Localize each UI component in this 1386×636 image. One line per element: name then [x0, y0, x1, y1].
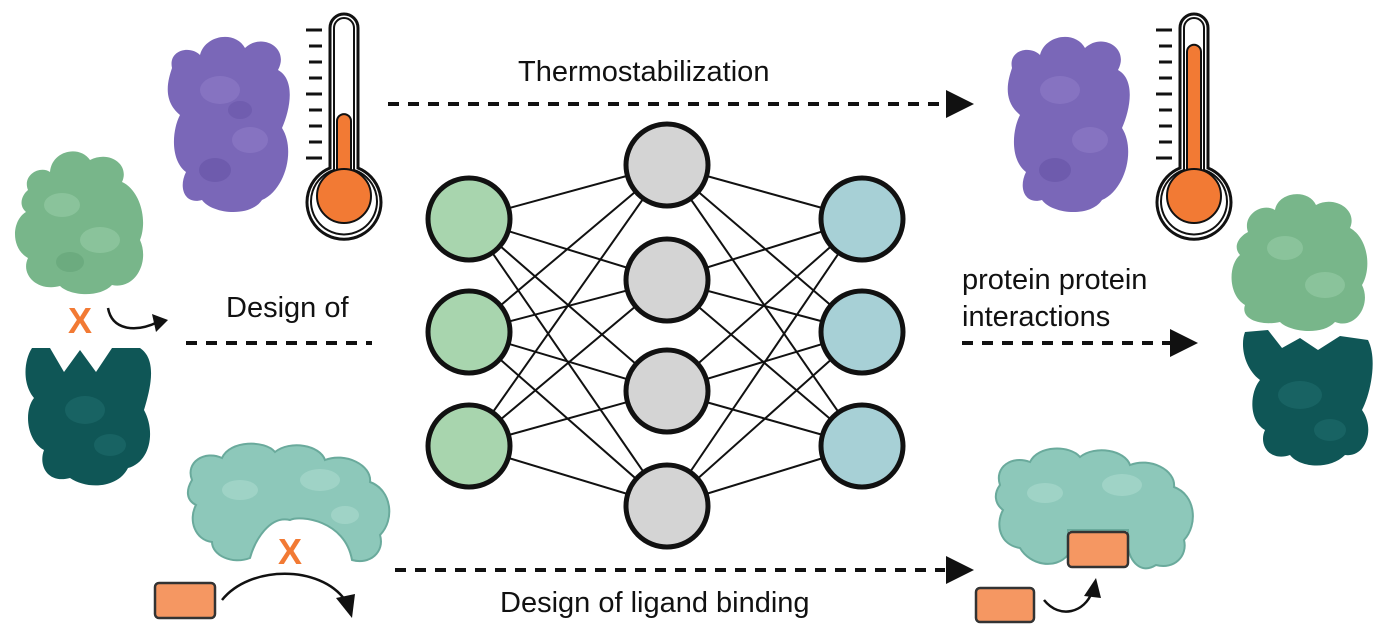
light-teal-protein-bound — [994, 447, 1194, 570]
light-teal-protein-unbound — [186, 442, 391, 563]
curved-arrow-ppi — [106, 307, 159, 330]
thermometer-high-level — [1186, 43, 1202, 189]
dark-teal-protein — [25, 348, 152, 486]
x-mark-ppi: X — [68, 300, 92, 341]
input-node-1 — [425, 175, 513, 263]
arrowhead-ligand — [946, 556, 974, 584]
curved-arrow-ligand — [221, 572, 347, 601]
hidden-node-1 — [623, 121, 711, 209]
arrowhead-thermo — [946, 90, 974, 118]
label-design-of: Design of — [226, 292, 349, 324]
label-thermostabilization: Thermostabilization — [518, 56, 770, 88]
input-node-3 — [425, 402, 513, 490]
purple-protein-unstable — [167, 36, 290, 213]
network-edge — [666, 218, 863, 507]
label-protein-protein: protein protein — [962, 264, 1148, 296]
neural-network — [425, 121, 906, 550]
purple-protein-stabilized — [1007, 36, 1130, 213]
output-node-2 — [818, 288, 906, 376]
green-protein — [15, 151, 144, 295]
input-node-2 — [425, 288, 513, 376]
label-ligand-binding: Design of ligand binding — [500, 587, 810, 619]
green-protein-bound — [1231, 194, 1368, 332]
hidden-node-2 — [623, 236, 711, 324]
network-edge — [468, 164, 668, 447]
thermometer-low — [305, 12, 383, 241]
dashed-arrows — [186, 102, 1172, 572]
ligand-bound — [1066, 530, 1130, 569]
network-connections — [468, 164, 863, 507]
output-node-3 — [818, 402, 906, 490]
curved-arrow-bound — [1043, 591, 1094, 613]
arrowhead-ppi — [1170, 329, 1198, 357]
ligand-unbound — [153, 581, 217, 620]
hidden-node-4 — [623, 462, 711, 550]
curved-arrow-ligand-head — [336, 594, 355, 618]
curved-arrow-bound-head — [1084, 578, 1101, 598]
thermometer-high — [1155, 12, 1233, 241]
x-mark-ligand: X — [278, 531, 302, 572]
network-edge — [666, 331, 863, 507]
output-node-1 — [818, 175, 906, 263]
arrow-heads — [946, 90, 1198, 584]
dark-teal-protein-bound — [1242, 330, 1373, 466]
label-interactions: interactions — [962, 301, 1111, 333]
hidden-node-3 — [623, 347, 711, 435]
ligand-free — [974, 586, 1036, 624]
curved-arrow-ppi-head — [152, 314, 168, 332]
